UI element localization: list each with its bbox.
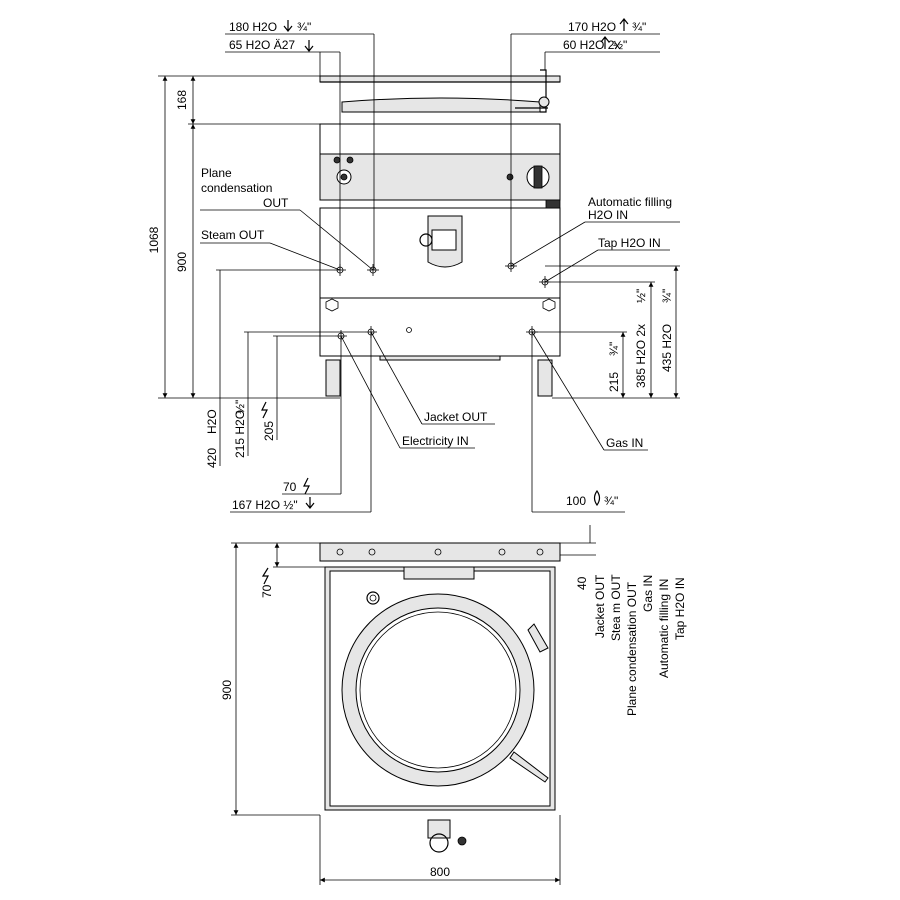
dim-bottom-2-size: ½" [233,400,247,414]
front-control-panel [319,153,561,201]
label-gas-in: Gas IN [606,436,643,450]
dim-top-left-2: 65 H2O Ä27 [229,38,295,52]
front-lid-plate [319,75,561,83]
electric-bolt-icon [303,477,310,495]
bottom-left-dimensions [216,269,372,513]
dim-bottom-electric-1: 70 [283,480,297,494]
legend-plane-condensation: Plane condensation OUT [625,581,639,716]
dim-height-total: 1068 [147,226,161,253]
dim-bottom-gas: 100 [566,494,586,508]
right-height-dimensions [532,265,680,399]
dim-bottom-1: 420 [205,448,219,468]
legend-gas-in: Gas IN [641,575,655,612]
indicator-light-icon [506,173,514,181]
label-plane-condensation-3: OUT [263,196,289,210]
dim-right-2: 385 H2O 2x [634,324,648,388]
indicator-light-icon [346,156,354,164]
electric-bolt-icon [261,567,269,585]
front-body-lower [319,297,561,357]
dim-top-left-1: 180 H2O [229,20,277,34]
legend-tap-h2o-in: Tap H2O IN [673,577,687,640]
label-automatic-filling-1: Automatic filling [588,195,672,209]
top-view-legend: Jacket OUT Stea m OUT Plane condensation… [593,574,687,716]
dim-top-right-1: 170 H2O [568,20,616,34]
dim-height-body: 900 [175,252,189,272]
kettle-ring-inner [355,607,521,773]
legend-automatic-filling: Automatic filling IN [657,579,671,678]
dim-bottom-3: 205 [262,421,276,441]
drain-spout [427,819,451,839]
left-height-dimensions [158,75,340,399]
label-automatic-filling-2: H2O IN [588,208,628,222]
front-view: 1068 168 900 180 H2O ¾" 65 H2O Ä27 170 H… [147,18,680,513]
top-view-dimensions [231,525,596,885]
dim-top-width: 800 [430,865,450,879]
dim-top-offset: 40 [575,576,589,590]
dim-right-1-size: ¾" [660,289,674,303]
lid-handle-icon [509,751,549,783]
label-jacket-out: Jacket OUT [424,410,488,424]
label-electricity-in: Electricity IN [402,434,469,448]
dim-top-left-1-size: ¾" [297,20,311,34]
dim-bottom-1-b: H2O [205,409,219,434]
dim-top-electric: 70 [260,584,274,598]
dim-bottom-electric-2: 167 H2O ½" [232,498,298,512]
gas-flame-icon [593,489,601,507]
callout-leaders [200,209,680,451]
label-plane-condensation-2: condensation [201,181,272,195]
lid-handle-icon [540,69,547,113]
label-plane-condensation-1: Plane [201,166,232,180]
dim-height-lid: 168 [175,90,189,110]
front-leg-right [537,359,553,397]
front-body-upper [319,123,561,155]
legend-jacket-out: Jacket OUT [593,574,607,638]
electric-bolt-icon [261,401,268,419]
dim-right-3: 215 [607,372,621,392]
label-steam-out: Steam OUT [201,228,265,242]
dim-top-depth: 900 [220,680,234,700]
top-back-panel [319,542,561,562]
top-left-dimensions [225,20,375,270]
dim-top-right-1-size: ¾" [632,20,646,34]
dim-right-1: 435 H2O [660,324,674,372]
fill-tap-icon [366,591,380,605]
dim-right-2-size: ½" [634,289,648,303]
legend-steam-out: Stea m OUT [609,574,623,641]
tap-arm-icon [527,623,549,653]
front-leg-left [325,359,341,397]
gas-dimension [531,336,625,513]
dim-bottom-gas-size: ¾" [604,494,618,508]
dim-bottom-2: 215 H2O [233,410,247,458]
dim-top-right-2: 60 H2O 2x [563,38,620,52]
top-right-dimensions [510,18,660,266]
front-lid [341,97,541,113]
label-tap-h2o-in: Tap H2O IN [598,236,661,250]
top-view: 900 70 800 40 Jacket OUT Stea m OUT Plan… [220,525,687,885]
dim-right-3-size: ¾" [607,342,621,356]
indicator-light-icon [333,156,341,164]
dim-top-right-2-size: ½" [613,38,627,52]
